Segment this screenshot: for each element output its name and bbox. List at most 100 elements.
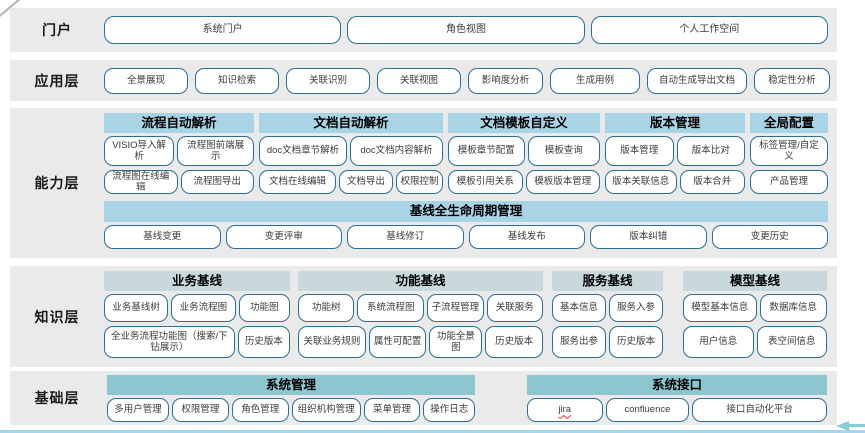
module-box: 业务流程图	[171, 294, 236, 322]
group-column: 业务基线业务基线树业务流程图功能图全业务流程功能图（搜索/下钻展示）历史版本	[104, 271, 290, 362]
module-label: 关联识别	[308, 74, 347, 86]
module-box: 产品管理	[750, 170, 828, 194]
module-box: 系统门户	[104, 16, 342, 44]
module-box: 历史版本	[609, 326, 663, 358]
module-label: 历史版本	[495, 336, 534, 348]
module-label: 关联视图	[399, 74, 438, 86]
module-row: 多用户管理权限管理角色管理组织机构管理菜单管理操作日志	[107, 398, 475, 422]
module-box: 流程图前端展示	[177, 136, 254, 166]
module-label: 历史版本	[244, 336, 283, 348]
module-box: 操作日志	[423, 398, 475, 422]
module-label: 流程图导出	[193, 176, 241, 188]
module-label: 基线修订	[386, 231, 425, 243]
group-column: 全局配置标签管理/自定义产品管理	[750, 113, 828, 198]
module-box: 流程图导出	[180, 170, 254, 194]
group-column: 服务基线基本信息服务入参服务出参历史版本	[552, 271, 663, 362]
module-box: 影响度分析	[468, 67, 543, 94]
module-box: 版本合并	[679, 170, 745, 194]
module-label: 功能图	[250, 302, 279, 314]
group-header: 模型基线	[683, 271, 827, 291]
module-row: 模板章节配置模板查询	[448, 136, 600, 166]
group-header: 业务基线	[104, 271, 290, 291]
group-header: 流程自动解析	[104, 113, 254, 133]
module-label: 全景展现	[126, 74, 165, 86]
group-column: 模型基线模型基本信息数据库信息用户信息 表空间信息	[683, 271, 827, 362]
module-box: 版本纠错	[590, 225, 707, 249]
module-label: 文档导出	[346, 176, 385, 188]
module-box: 模型基本信息	[683, 294, 757, 322]
bottom-accent-line	[0, 430, 865, 433]
module-label: 角色管理	[241, 404, 280, 416]
module-label: jira	[558, 404, 572, 416]
module-label: 表空间信息	[767, 336, 816, 348]
left-arrow-icon	[836, 421, 849, 431]
module-label: 文档在线编辑	[268, 176, 326, 188]
group-column: 文档模板自定义模板章节配置模板查询模板引用关系模板版本管理	[448, 113, 600, 198]
module-label: 基线发布	[507, 231, 546, 243]
group-column: 系统管理多用户管理权限管理角色管理组织机构管理菜单管理操作日志	[107, 375, 475, 426]
module-box: 版本关联信息	[605, 170, 677, 194]
module-row: 用户信息 表空间信息	[683, 326, 827, 358]
module-box: 自动生成导出文档	[647, 67, 747, 94]
module-label: 全业务流程功能图（搜索/下钻展示）	[111, 330, 228, 353]
module-box: 数据库信息	[759, 294, 827, 322]
group-header: 全局配置	[750, 113, 828, 133]
module-box: 接口自动化平台	[692, 398, 827, 422]
module-box: 基线修订	[347, 225, 464, 249]
module-label: doc文档章节解析	[266, 145, 340, 157]
module-box: 用户信息	[683, 326, 754, 358]
module-box: 版本比对	[676, 136, 745, 166]
module-label: doc文档内容解析	[360, 145, 433, 157]
module-box: 变更评审	[225, 225, 342, 249]
module-label: 基本信息	[559, 302, 598, 314]
module-box: 文档导出	[338, 170, 393, 194]
module-box: 关联识别	[286, 67, 370, 94]
module-box: 基线变更	[104, 225, 221, 249]
module-box: 模板引用关系	[448, 170, 523, 194]
module-label: 模型基本信息	[691, 302, 749, 314]
module-label: 产品管理	[769, 176, 808, 188]
module-label: 模板引用关系	[456, 176, 514, 188]
module-label: 功能树	[311, 302, 341, 314]
module-label: 变更历史	[750, 231, 789, 243]
module-label: confluence	[624, 404, 671, 416]
module-label: 版本纠错	[629, 231, 668, 243]
module-label: 子流程管理	[431, 302, 480, 314]
module-label: 属性可配置	[373, 336, 422, 348]
module-box: 系统流程图	[357, 294, 425, 322]
module-box: 稳定性分析	[754, 67, 830, 94]
module-row: 版本关联信息 版本合并	[605, 170, 745, 194]
module-box: 属性可配置	[368, 326, 427, 358]
module-box: 模板版本管理	[525, 170, 600, 194]
module-label: 接口自动化平台	[726, 404, 793, 416]
module-label: 关联服务	[495, 302, 534, 314]
module-box: 功能树	[298, 294, 355, 322]
module-box: 模板章节配置	[448, 136, 525, 166]
group-header: 功能基线	[298, 271, 543, 291]
module-label: 知识检索	[217, 74, 256, 86]
module-label: 版本合并	[693, 176, 732, 188]
module-box: 关联视图	[377, 67, 461, 94]
portal-row: 系统门户角色视图个人工作空间	[104, 16, 828, 44]
module-row: 全业务流程功能图（搜索/下钻展示） 历史版本	[104, 326, 290, 358]
module-box: 基线发布	[468, 225, 585, 249]
module-label: 功能全景图	[436, 330, 475, 353]
layer-band-portal: 门户系统门户角色视图个人工作空间	[10, 8, 837, 52]
group-header: 文档自动解析	[259, 113, 443, 133]
module-box: 组织机构管理	[291, 398, 361, 422]
module-box: 菜单管理	[363, 398, 421, 422]
module-box: doc文档章节解析	[259, 136, 348, 166]
module-row: 产品管理	[750, 170, 828, 194]
module-row: 业务基线树业务流程图功能图	[104, 294, 290, 322]
module-row: 标签管理/自定义	[750, 136, 828, 166]
module-label: 用户信息	[699, 336, 738, 348]
module-label: 版本管理	[620, 145, 659, 157]
module-row: VISIO导入解析流程图前端展示	[104, 136, 254, 166]
module-row: 功能树 系统流程图子流程管理 关联服务	[298, 294, 544, 322]
module-row: 基本信息服务入参	[552, 294, 663, 322]
module-label: 版本比对	[691, 145, 730, 157]
